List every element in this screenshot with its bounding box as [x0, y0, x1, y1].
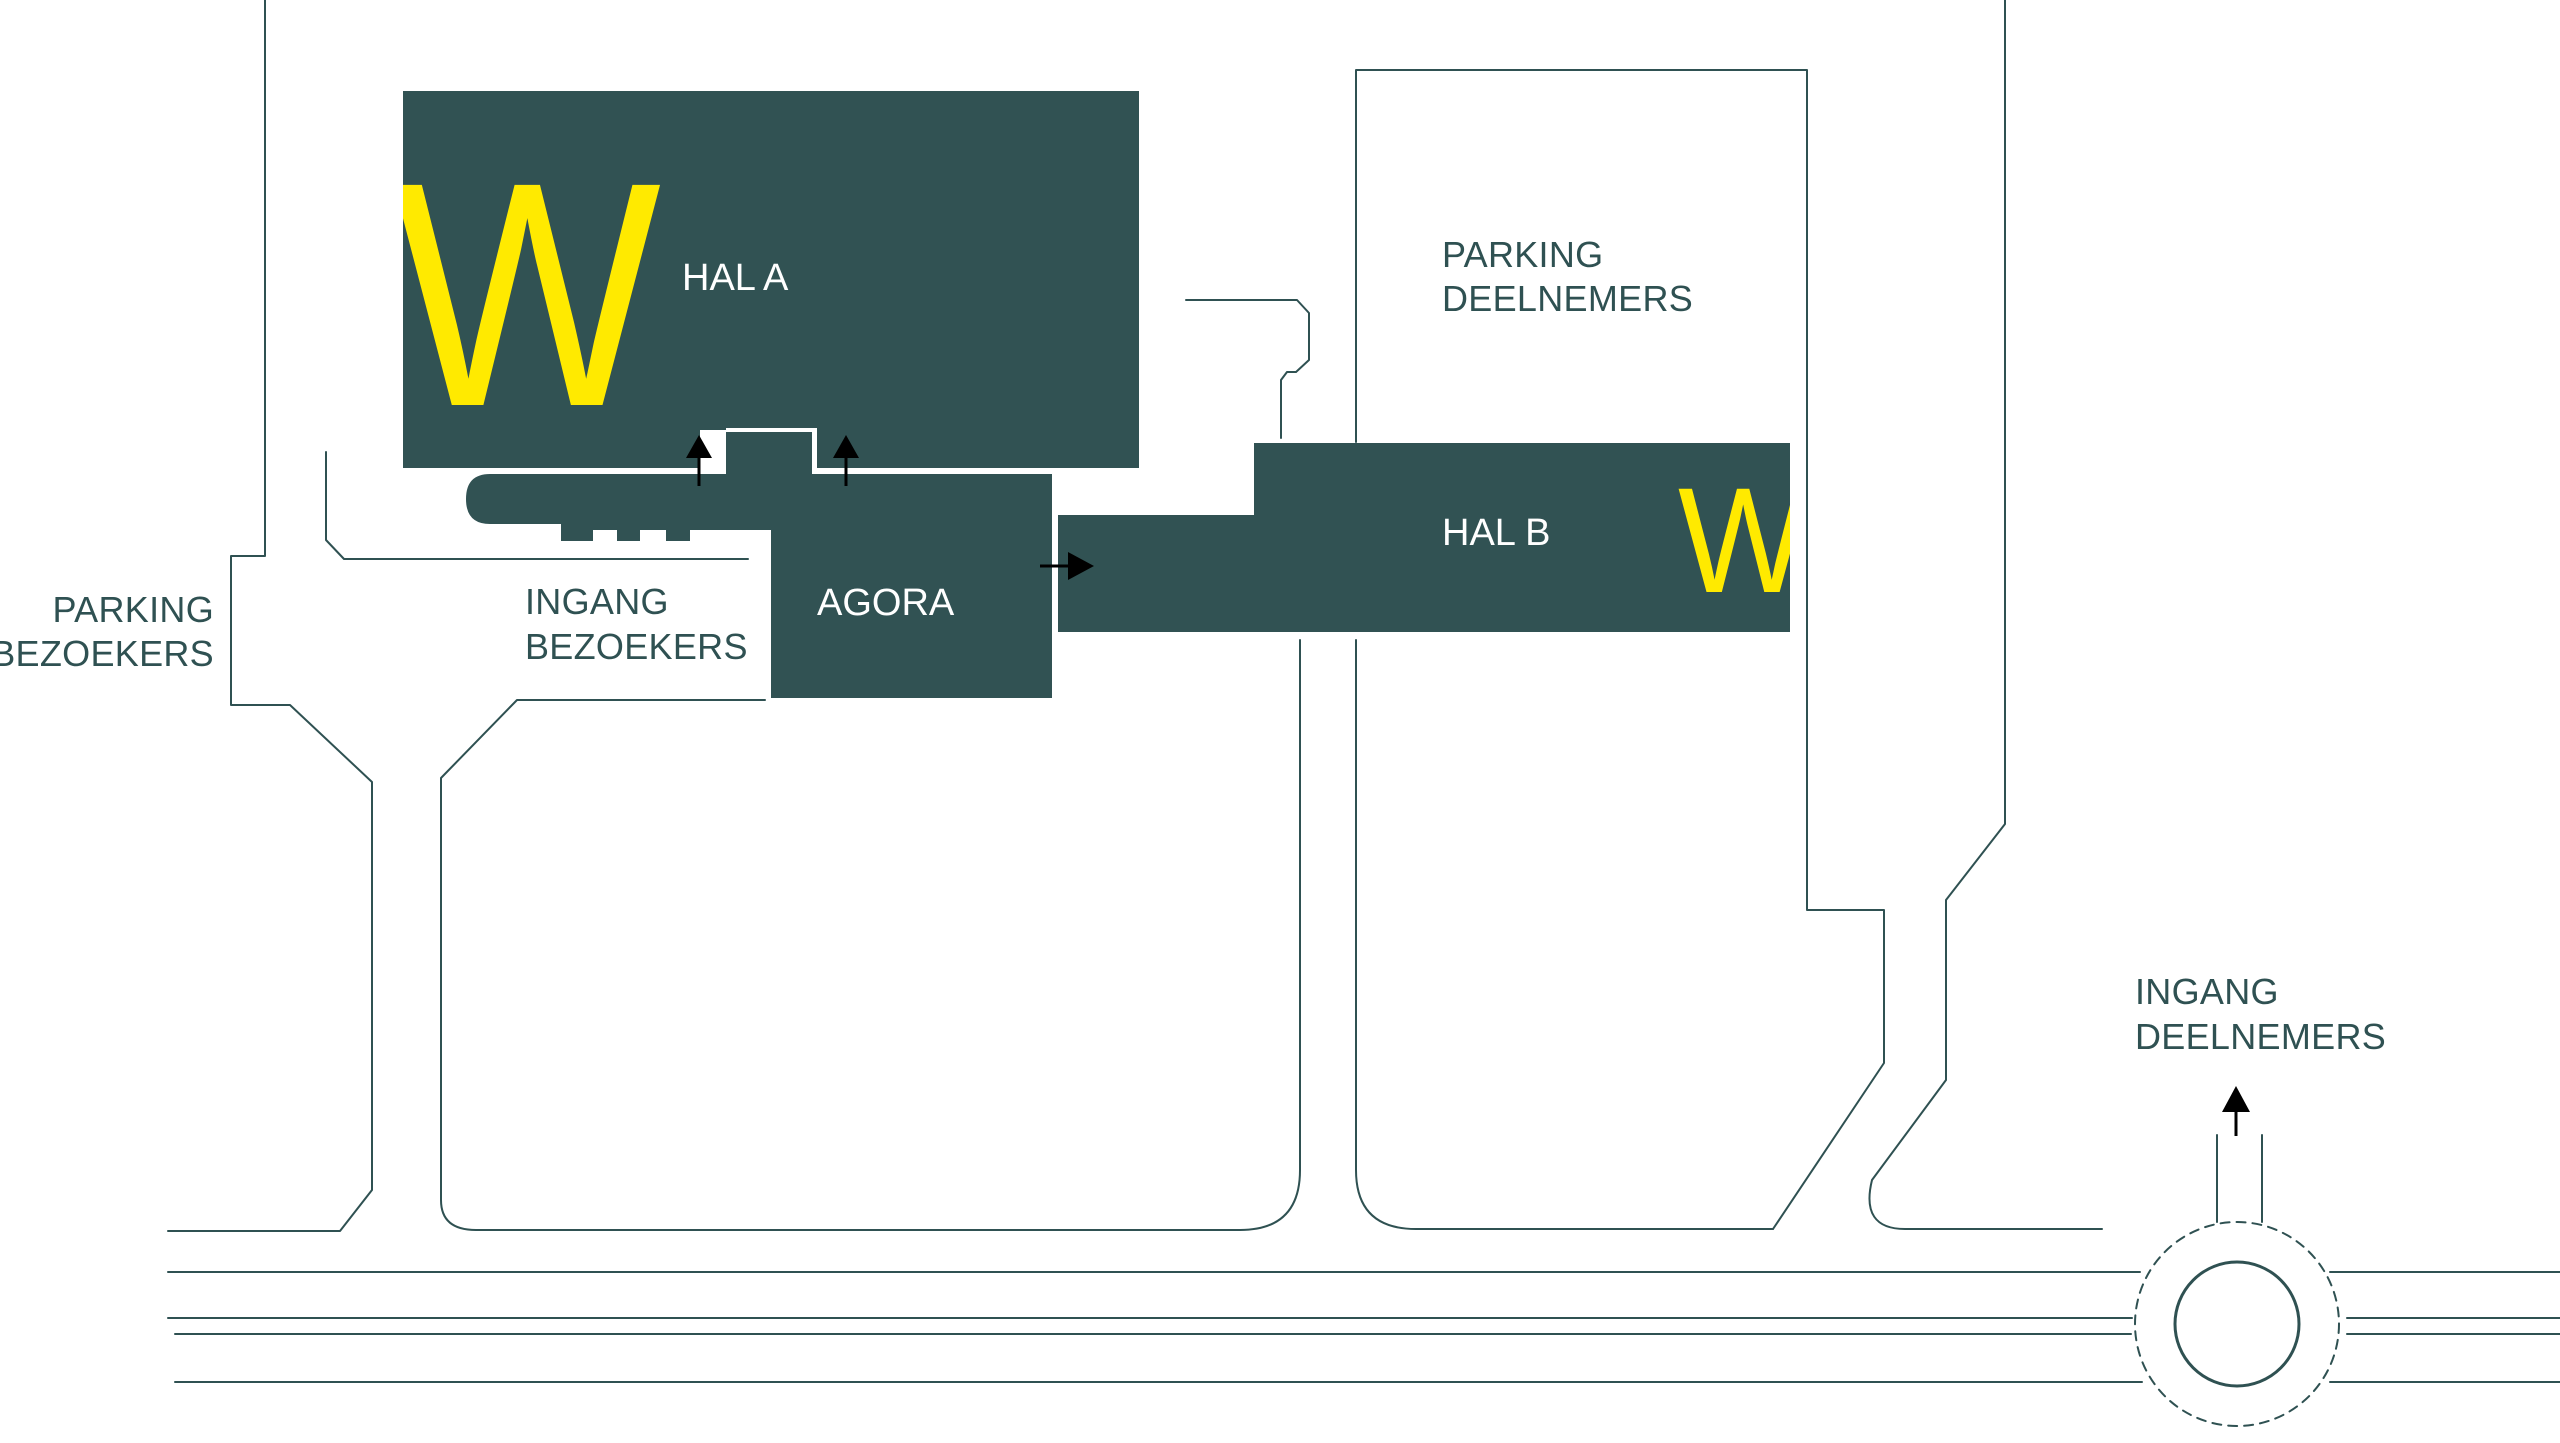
parking-bezoekers-label: PARKING BEZOEKERS — [0, 589, 214, 674]
parking-bezoekers-line2: BEZOEKERS — [0, 633, 214, 674]
roundabout-icon — [2134, 1134, 2340, 1427]
parking-deelnemers-line2: DEELNEMERS — [1442, 278, 1693, 319]
buildings — [403, 91, 1790, 698]
hal-a-building — [403, 91, 1139, 468]
parking-deelnemers-label: PARKING DEELNEMERS — [1442, 234, 1693, 319]
road-visitor-entrance — [440, 639, 1301, 1231]
parking-bezoekers-line1: PARKING — [53, 589, 214, 630]
hal-a-notch-outline — [490, 428, 817, 472]
road-left-outer — [167, 0, 373, 1232]
agora-building — [771, 474, 1052, 698]
arrow-up-icon — [833, 435, 859, 486]
road-left-inner — [325, 451, 749, 560]
ingang-deelnemers-line1: INGANG — [2135, 971, 2279, 1012]
hal-b-label: HAL B — [1442, 512, 1550, 554]
hal-a-w-marker: W — [393, 115, 664, 473]
hal-a-label: HAL A — [682, 257, 789, 299]
road-network — [167, 0, 2560, 1427]
ingang-bezoekers-line2: BEZOEKERS — [525, 626, 748, 667]
hal-b-w-marker: W — [1678, 456, 1808, 624]
arrow-right-icon — [1040, 552, 1094, 580]
arrow-up-icon — [686, 435, 712, 486]
hal-b-corridor — [1058, 515, 1258, 632]
ingang-deelnemers-label: INGANG DEELNEMERS — [2135, 971, 2386, 1057]
parking-deelnemers-line1: PARKING — [1442, 234, 1603, 275]
arrow-up-icon — [2222, 1086, 2250, 1136]
ingang-deelnemers-line2: DEELNEMERS — [2135, 1016, 2386, 1057]
road-right — [1868, 0, 2103, 1230]
ingang-bezoekers-line1: INGANG — [525, 581, 669, 622]
agora-label: AGORA — [817, 582, 955, 624]
road-service — [1185, 299, 1310, 439]
parking-deelnemers-outline — [1355, 69, 1885, 1230]
hal-b-building — [1254, 443, 1790, 632]
parking-lower-outline — [1355, 639, 1774, 1230]
ingang-bezoekers-label: INGANG BEZOEKERS — [525, 581, 748, 667]
